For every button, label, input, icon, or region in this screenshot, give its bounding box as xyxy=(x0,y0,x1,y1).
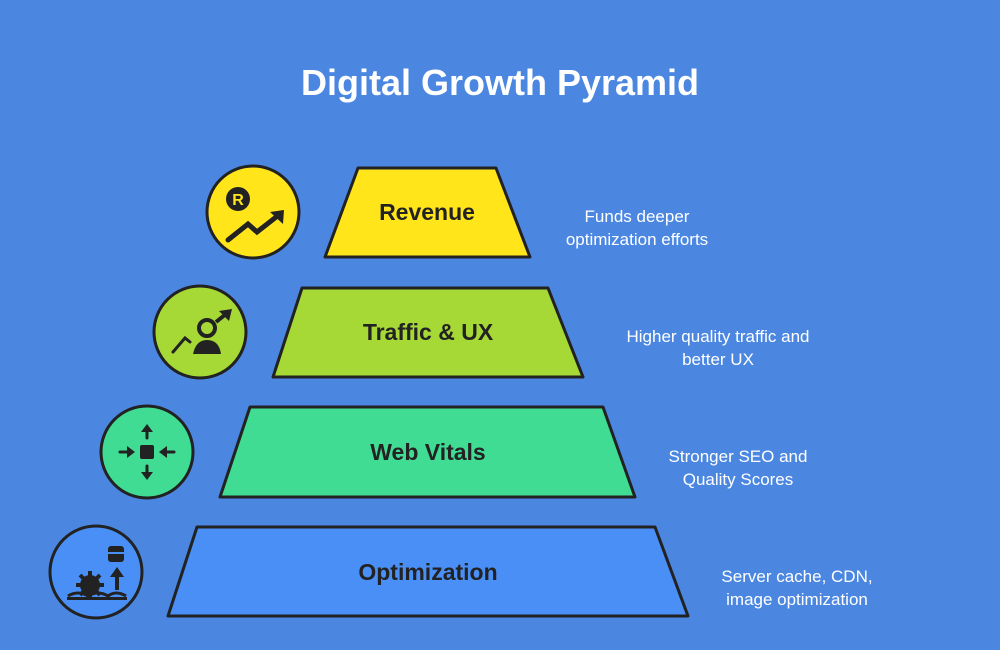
page-title: Digital Growth Pyramid xyxy=(300,62,700,103)
level-label-webvitals: Web Vitals xyxy=(370,439,485,465)
description-line: optimization efforts xyxy=(565,230,709,249)
revenue-growth-icon: R xyxy=(225,187,284,243)
server-optimization-icon xyxy=(67,546,127,600)
level-description-webvitals: Stronger SEO and Quality Scores xyxy=(638,445,838,491)
level-traffic-shape xyxy=(271,286,585,379)
level-webvitals-shape xyxy=(218,405,637,499)
svg-text:R: R xyxy=(232,192,244,209)
level-optimization-shape xyxy=(166,525,690,618)
level-description-optimization: Server cache, CDN, image optimization xyxy=(697,565,897,611)
level-revenue-shape xyxy=(323,166,532,259)
optimization-icon-circle xyxy=(48,524,144,620)
description-line: Stronger SEO and xyxy=(668,447,808,466)
description-line: image optimization xyxy=(726,590,868,609)
description-line: better UX xyxy=(682,350,754,369)
level-label-traffic: Traffic & UX xyxy=(363,319,494,345)
description-line: Quality Scores xyxy=(682,470,794,489)
description-line: Higher quality traffic and xyxy=(626,327,810,346)
level-description-traffic: Higher quality traffic and better UX xyxy=(598,325,838,371)
level-label-optimization: Optimization xyxy=(358,559,497,585)
description-line: Funds deeper xyxy=(584,207,690,226)
core-vitals-arrows-icon xyxy=(118,424,176,480)
level-label-revenue: Revenue xyxy=(379,199,475,225)
user-traffic-growth-icon xyxy=(171,309,232,354)
level-description-revenue: Funds deeper optimization efforts xyxy=(537,205,737,251)
description-line: Server cache, CDN, xyxy=(721,567,873,586)
revenue-icon-circle xyxy=(205,164,301,260)
